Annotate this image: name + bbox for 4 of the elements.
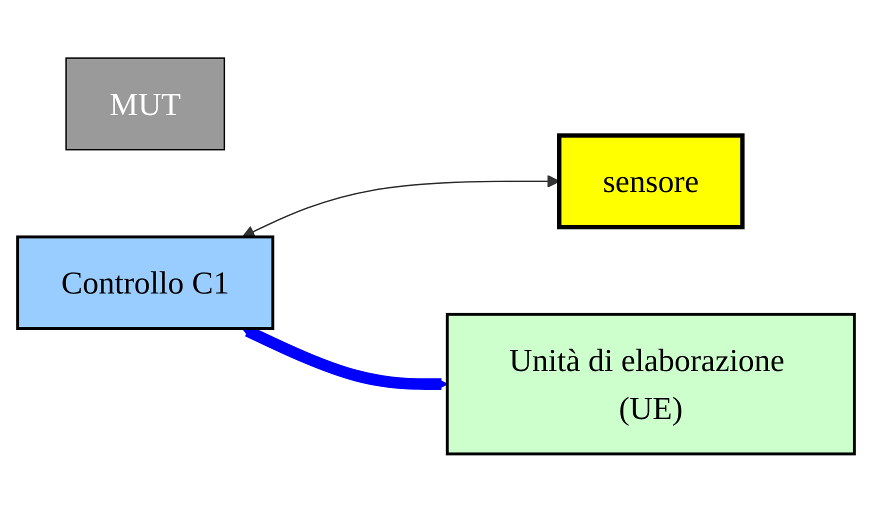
node-box: Controllo C1 (16, 235, 274, 330)
node-box: sensore (557, 133, 745, 230)
node-box: MUT (65, 57, 226, 150)
node-box: Unità di elaborazione (UE) (446, 312, 856, 456)
